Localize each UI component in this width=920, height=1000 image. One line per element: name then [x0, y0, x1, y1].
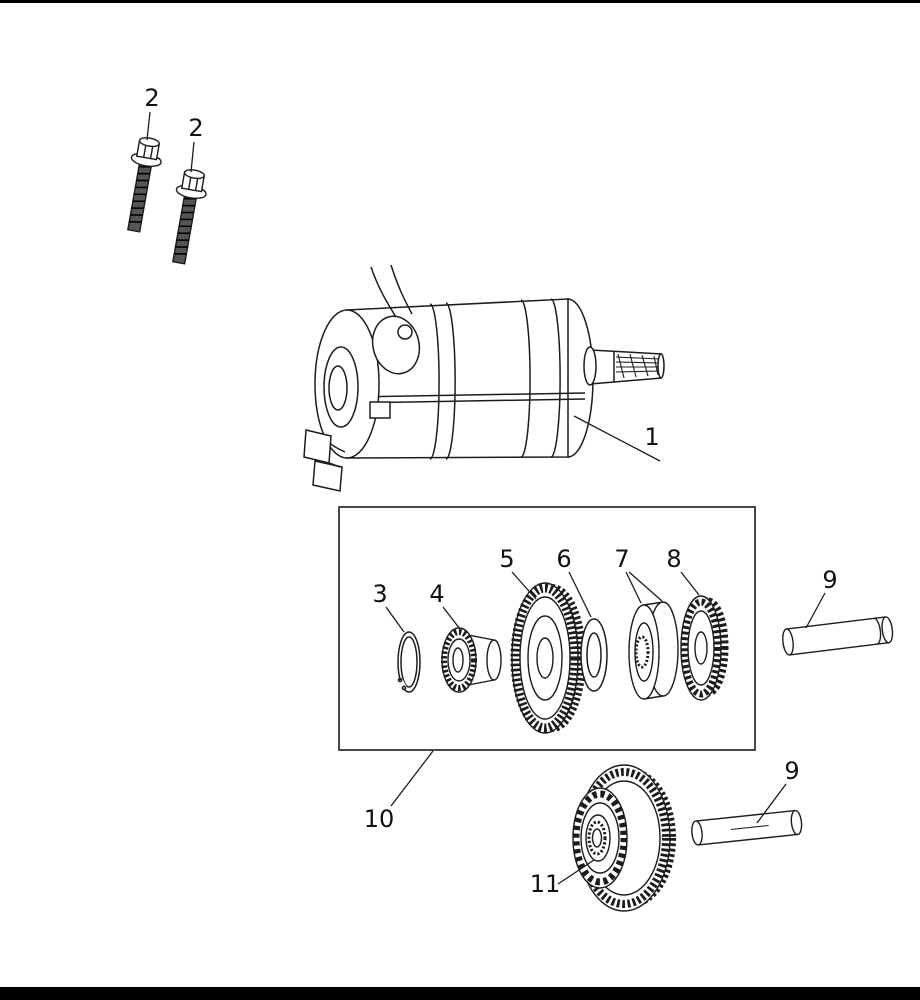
spacer-plate-drawing — [628, 601, 679, 700]
bottom-frame-bar — [0, 987, 920, 1000]
callout-washer: 6 — [556, 545, 571, 573]
washer-drawing — [580, 618, 608, 692]
callout-shaft-top: 9 — [822, 566, 837, 594]
snap-ring-drawing — [394, 631, 421, 693]
driven-gear-drawing — [510, 582, 586, 734]
idle-shaft-top-drawing — [782, 616, 894, 656]
callout-shaft-bottom: 9 — [784, 757, 799, 785]
callout-idle-gear: 8 — [666, 545, 681, 573]
callout-driven-gear: 5 — [499, 545, 514, 573]
idle-shaft-bottom-drawing — [691, 809, 803, 846]
callout-double-gear: 11 — [530, 870, 561, 898]
starter-motor-drawing — [303, 264, 665, 492]
clutch-sleeve-drawing — [441, 627, 502, 693]
double-gear-drawing — [572, 764, 676, 912]
callout-spacer: 7 — [614, 545, 629, 573]
callout-clutch-sleeve: 4 — [429, 580, 444, 608]
idle-gear-drawing — [680, 595, 729, 701]
top-frame-bar — [0, 0, 920, 3]
gear-kit-box-outline — [338, 506, 756, 751]
flange-bolt-b-drawing — [172, 169, 207, 265]
leader-lines — [146, 111, 826, 885]
callout-gear-kit-box: 10 — [364, 805, 395, 833]
callout-bolt-b: 2 — [188, 114, 203, 142]
flange-bolt-a-drawing — [127, 137, 162, 233]
callout-bolt-a: 2 — [144, 84, 159, 112]
callout-motor: 1 — [644, 423, 659, 451]
callout-snap-ring: 3 — [372, 580, 387, 608]
